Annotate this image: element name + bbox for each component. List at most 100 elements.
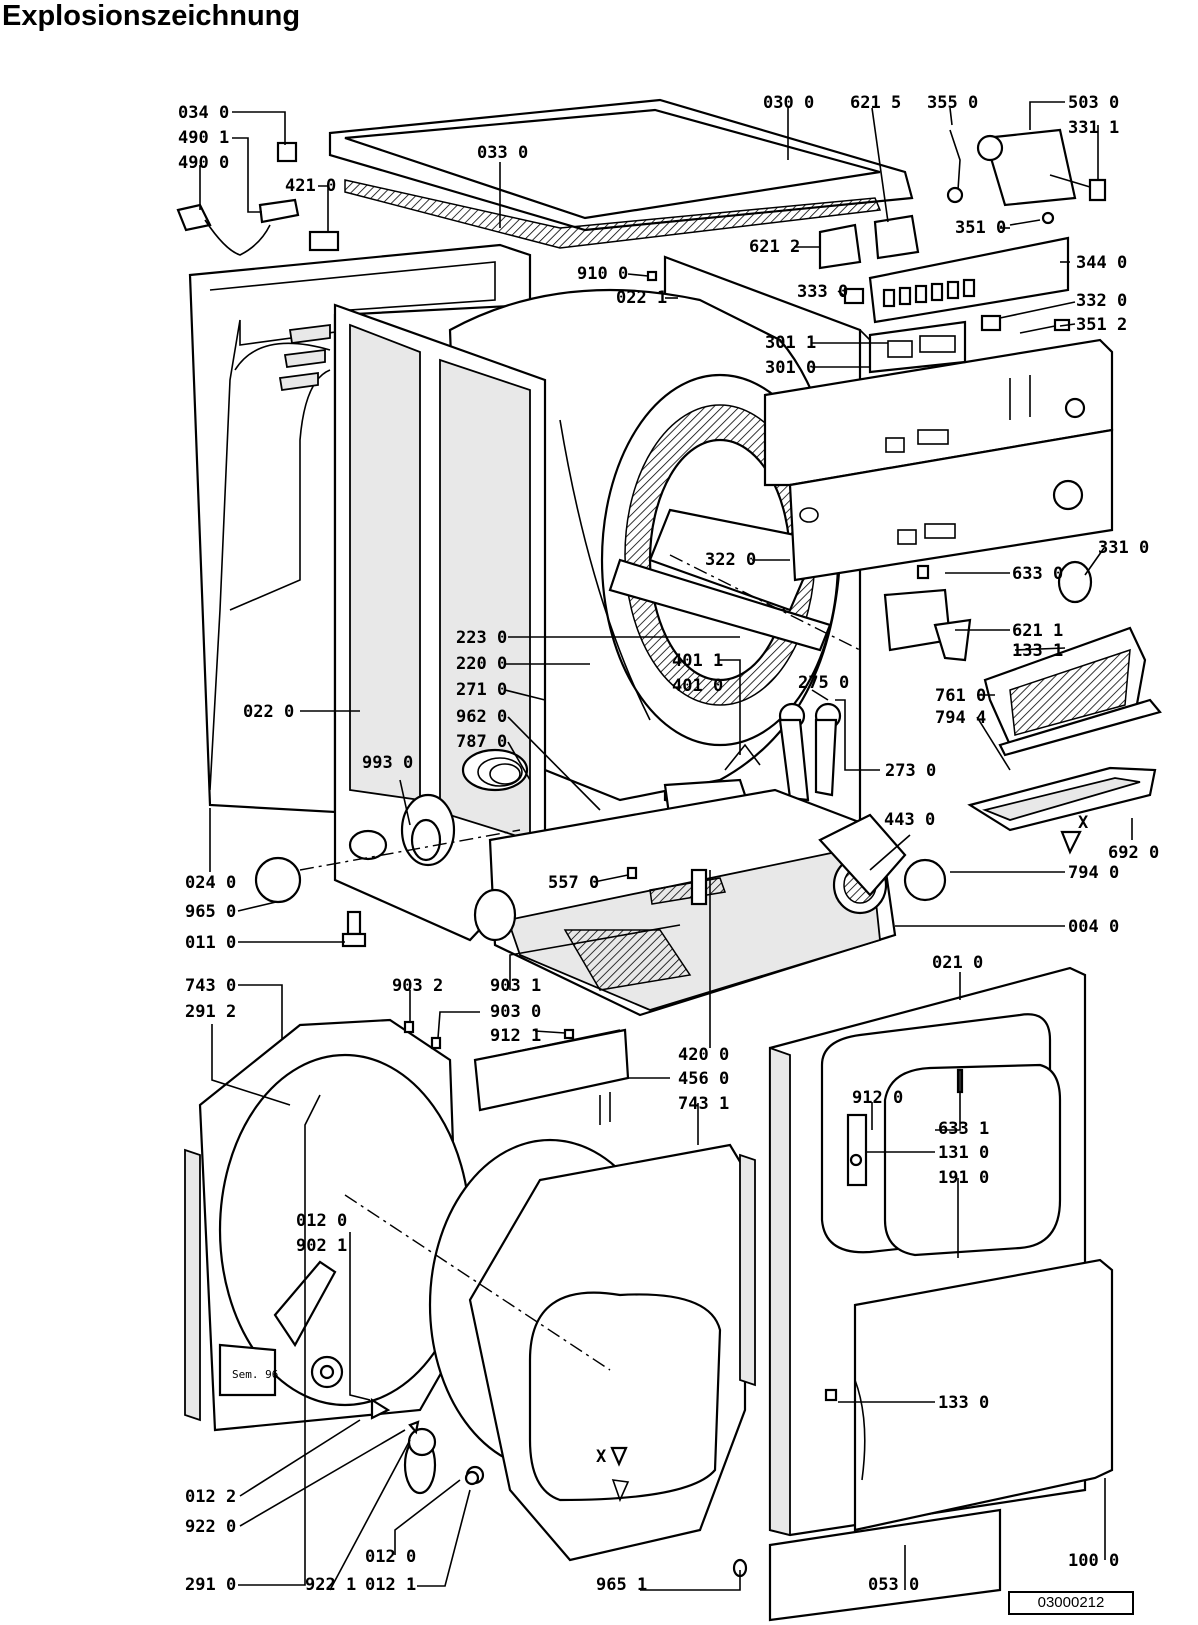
- part-label: 331 0: [1098, 538, 1149, 558]
- part-label: 191 0: [938, 1168, 989, 1188]
- part-label: 351 2: [1076, 315, 1127, 335]
- plinth: [768, 1508, 1002, 1622]
- part-label: 743 0: [185, 976, 236, 996]
- part-label: 993 0: [362, 753, 413, 773]
- part-label: 275 0: [798, 673, 849, 693]
- part-label: 903 2: [392, 976, 443, 996]
- part-label: 910 0: [577, 264, 628, 284]
- part-label: 621 1: [1012, 621, 1063, 641]
- part-label: 012 1: [365, 1575, 416, 1595]
- part-label: 557 0: [548, 873, 599, 893]
- part-label: 273 0: [885, 761, 936, 781]
- centre-lines: [299, 554, 861, 1371]
- part-label: 022 1: [616, 288, 667, 308]
- document-number: 03000212: [1008, 1591, 1134, 1615]
- part-label: 503 0: [1068, 93, 1119, 113]
- front-bulkhead: [403, 1138, 756, 1578]
- part-label: 223 0: [456, 628, 507, 648]
- page-title: Explosionszeichnung: [2, 0, 301, 32]
- top-lid: [328, 98, 914, 249]
- power-cable-and-filter: [176, 141, 340, 256]
- part-label: 271 0: [456, 680, 507, 700]
- part-label: 012 0: [296, 1211, 347, 1231]
- part-label: 034 0: [178, 103, 229, 123]
- part-label: 344 0: [1076, 253, 1127, 273]
- lint-filter: [967, 626, 1162, 832]
- part-label: 421 0: [285, 176, 336, 196]
- part-label: 633 0: [1012, 564, 1063, 584]
- part-label: 912 0: [852, 1088, 903, 1108]
- part-label: 011 0: [185, 933, 236, 953]
- part-label: 401 1: [672, 651, 723, 671]
- base-tray: [473, 788, 947, 1017]
- part-label: 443 0: [884, 810, 935, 830]
- part-label: 922 0: [185, 1517, 236, 1537]
- part-label: 401 0: [672, 676, 723, 696]
- part-label: 794 0: [1068, 863, 1119, 883]
- part-label: 787 0: [456, 732, 507, 752]
- part-label: 743 1: [678, 1094, 729, 1114]
- part-label: 761 0: [935, 686, 986, 706]
- part-label: 133 1: [1012, 641, 1063, 661]
- front-panel: [768, 966, 1087, 1537]
- airflow-cap: [254, 856, 302, 904]
- part-label: 355 0: [927, 93, 978, 113]
- drum: [448, 288, 842, 802]
- sensor-bracket: [883, 564, 972, 662]
- part-label: 033 0: [477, 143, 528, 163]
- screw: [341, 910, 367, 948]
- control-panel: [763, 320, 1114, 582]
- part-label: 902 1: [296, 1236, 347, 1256]
- part-label: 220 0: [456, 654, 507, 674]
- part-label: 621 5: [850, 93, 901, 113]
- part-label: 021 0: [932, 953, 983, 973]
- part-label: 633 1: [938, 1119, 989, 1139]
- part-label: 351 0: [955, 218, 1006, 238]
- part-label: 332 0: [1076, 291, 1127, 311]
- part-label: 621 2: [749, 237, 800, 257]
- part-label: 131 0: [938, 1143, 989, 1163]
- part-label: 903 1: [490, 976, 541, 996]
- part-label: 456 0: [678, 1069, 729, 1089]
- part-label: 100 0: [1068, 1551, 1119, 1571]
- leader-lines: [199, 101, 1133, 1591]
- part-label: 022 0: [243, 702, 294, 722]
- part-label: 331 1: [1068, 118, 1119, 138]
- part-label: 322 0: [705, 550, 756, 570]
- embossed-text: Sem. 96: [232, 1368, 278, 1381]
- part-label: 490 0: [178, 153, 229, 173]
- part-label: 962 0: [456, 707, 507, 727]
- rear-bulkhead: Sem. 96: [184, 1018, 472, 1432]
- part-label: 965 0: [185, 902, 236, 922]
- marker-x-2: X: [596, 1447, 607, 1467]
- part-label: 301 0: [765, 358, 816, 378]
- part-label: 903 0: [490, 1002, 541, 1022]
- orientation-markers: X X: [596, 813, 1089, 1467]
- part-label: 794 4: [935, 708, 986, 728]
- part-label: 291 2: [185, 1002, 236, 1022]
- part-label: 333 0: [797, 282, 848, 302]
- part-label: 030 0: [763, 93, 814, 113]
- control-board: [818, 214, 1070, 332]
- heater-coil: [461, 748, 529, 792]
- part-labels: 034 0 490 1 490 0 421 0 030 0 033 0 621 …: [178, 93, 1159, 1595]
- small-fasteners: [403, 270, 658, 1486]
- part-label: 012 2: [185, 1487, 236, 1507]
- tensioner-pulley: [778, 702, 842, 802]
- part-label: 692 0: [1108, 843, 1159, 863]
- knob: [1057, 560, 1093, 604]
- part-label: 291 0: [185, 1575, 236, 1595]
- part-label: 490 1: [178, 128, 229, 148]
- door: [824, 1258, 1114, 1532]
- part-label: 004 0: [1068, 917, 1119, 937]
- part-label: 301 1: [765, 333, 816, 353]
- part-label: 922 1: [305, 1575, 356, 1595]
- part-label: 024 0: [185, 873, 236, 893]
- spring-clip: [724, 743, 761, 771]
- part-label: 012 0: [365, 1547, 416, 1567]
- part-label: 912 1: [490, 1026, 541, 1046]
- part-label: 133 0: [938, 1393, 989, 1413]
- part-label: 965 1: [596, 1575, 647, 1595]
- part-label: 053 0: [868, 1575, 919, 1595]
